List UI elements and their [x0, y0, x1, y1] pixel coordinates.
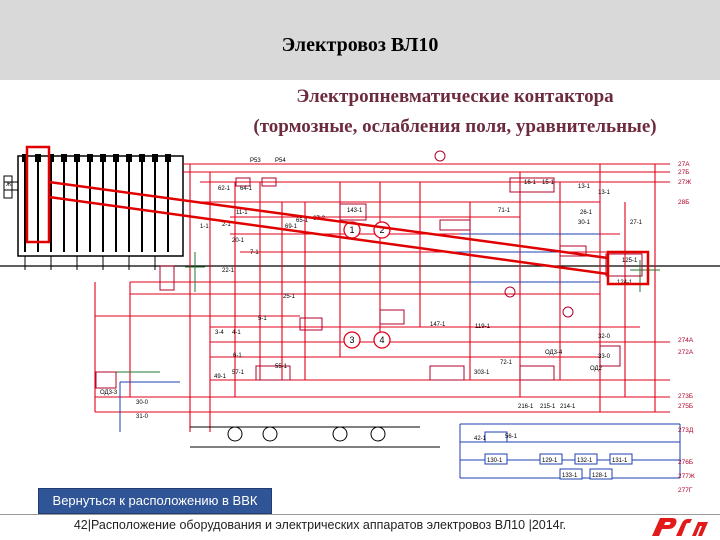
device-label: 7-1: [250, 250, 259, 256]
rzd-logo: [652, 518, 708, 536]
motor-label-4: 4: [379, 335, 384, 345]
back-to-vvk-button[interactable]: Вернуться к расположению в ВВК: [38, 488, 272, 514]
motor-label-2: 2: [379, 225, 384, 235]
device-label: 4-1: [232, 330, 241, 336]
device-label: 30-1: [578, 220, 591, 226]
device-label: Р54: [275, 158, 286, 164]
footer-year: 2014г.: [531, 518, 567, 532]
device-label: 147-1: [430, 322, 446, 328]
device-label: 13-1: [598, 190, 611, 196]
device-label: 130-1: [487, 458, 503, 464]
footer-divider: [0, 514, 720, 515]
wire-label: 274А: [678, 337, 694, 344]
device-label: 6-1: [233, 353, 242, 359]
footer-caption: Расположение оборудования и электрически…: [91, 518, 526, 532]
wire-label: 273Д: [678, 427, 694, 434]
device-symbols: [95, 150, 643, 389]
device-label: 31-0: [136, 414, 149, 420]
device-label: 42-1: [474, 436, 487, 442]
red-wiring: [94, 163, 670, 432]
device-label: 72-1: [500, 360, 513, 366]
device-label: 71-1: [498, 208, 511, 214]
device-label: 65-1: [296, 218, 309, 224]
device-label: 16-1: [524, 180, 537, 186]
device-label: 64-1: [240, 186, 253, 192]
device-label: 26-1: [580, 210, 593, 216]
resistor-bus: [190, 426, 440, 448]
device-label: 15-1: [542, 180, 555, 186]
device-label: 129-1: [542, 458, 558, 464]
device-label: 132-1: [577, 458, 593, 464]
wire-label: 273Б: [678, 393, 693, 400]
device-label: 131-1: [612, 458, 628, 464]
device-label: 22-1: [222, 268, 235, 274]
wire-label: 277Г: [678, 487, 693, 494]
device-label: 1-1: [200, 224, 209, 230]
device-label: ОД3-4: [545, 350, 563, 356]
device-label: 33-0: [598, 354, 611, 360]
electrical-schematic: 1 2 3 4 27А 27Б 27Ж 28Б 274А 272А 273Б 2…: [0, 145, 720, 494]
footer-separator: |: [87, 518, 91, 532]
device-labels: Р53 Р54 62-1 64-1 11-1 65-1 67-2 143-1 2…: [6, 158, 643, 479]
device-label: 128-1: [592, 473, 608, 479]
device-label: 27-1: [630, 220, 643, 226]
wire-label: 275Б: [678, 403, 693, 410]
device-label: 303-1: [474, 370, 490, 376]
wire-label: 277Ж: [678, 473, 695, 480]
device-label: 215-1: [540, 404, 556, 410]
device-label: 119-1: [475, 324, 491, 330]
bottom-block-coils: [484, 431, 633, 480]
device-label: 25-1: [283, 294, 296, 300]
wire-label: 27Ж: [678, 179, 691, 186]
wire-label: 27Б: [678, 169, 690, 176]
wire-label: 276Б: [678, 459, 693, 466]
device-label: 5-1: [258, 316, 267, 322]
device-label: 143-1: [347, 208, 363, 214]
device-label: 125-1: [622, 258, 638, 264]
device-label: 55-1: [275, 364, 288, 370]
device-label: 20-1: [232, 238, 245, 244]
device-label: 3-4: [215, 330, 224, 336]
slide-title: Электровоз ВЛ10: [281, 34, 439, 56]
device-label: Р53: [250, 158, 261, 164]
device-label: 30-0: [136, 400, 149, 406]
device-label: 32-0: [598, 334, 611, 340]
wire-label: 27А: [678, 161, 690, 168]
device-label: 69-1: [285, 224, 298, 230]
motor-label-1: 1: [349, 225, 354, 235]
device-label: 49-1: [214, 374, 227, 380]
slide-heading-line2: (тормозные, ослабления поля, уравнительн…: [253, 116, 657, 137]
device-label: 2-1: [222, 222, 231, 228]
wire-label: 28Б: [678, 199, 690, 206]
wire-label: 272А: [678, 349, 694, 356]
device-label: 214-1: [560, 404, 576, 410]
device-label: 13-1: [578, 184, 591, 190]
footer-separator: |: [528, 518, 532, 532]
device-label: ОД2: [590, 366, 603, 372]
device-label: 56-1: [505, 434, 518, 440]
highlight-callout: [25, 145, 650, 286]
device-label: 216-1: [518, 404, 534, 410]
footer: 42|Расположение оборудования и электриче…: [0, 518, 640, 532]
device-label: 57-1: [232, 370, 245, 376]
blue-wiring: [119, 233, 681, 479]
device-label: ОД3-3: [100, 390, 118, 396]
page-number: 42: [73, 518, 88, 532]
wire-labels: 27А 27Б 27Ж 28Б 274А 272А 273Б 275Б 273Д…: [678, 161, 695, 494]
device-label: 62-1: [218, 186, 231, 192]
device-label: 11-1: [236, 210, 248, 216]
device-label: 133-1: [562, 473, 578, 479]
motor-label-3: 3: [349, 335, 354, 345]
title-band: [0, 0, 720, 80]
device-label: Ж: [6, 182, 12, 188]
slide-heading-line1: Электропневматические контактора: [296, 86, 614, 107]
